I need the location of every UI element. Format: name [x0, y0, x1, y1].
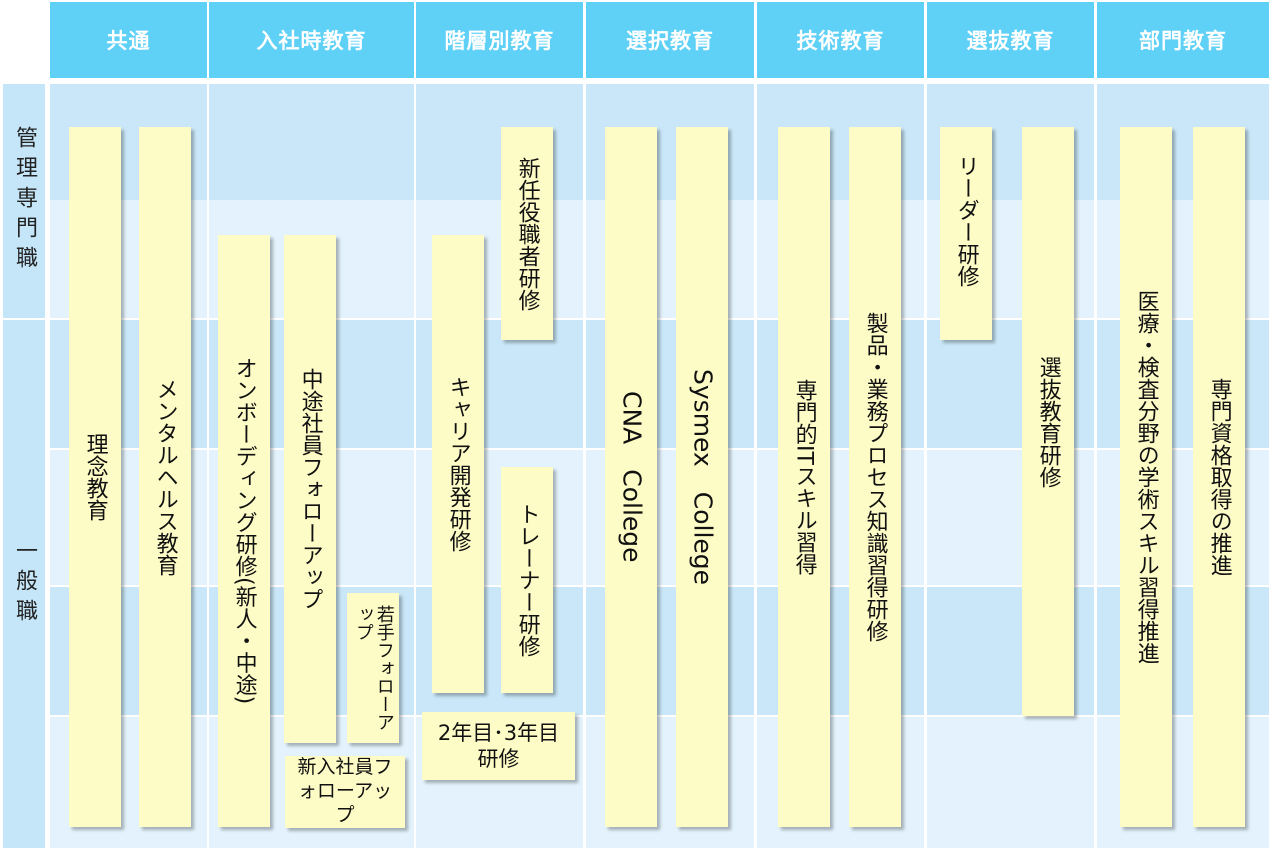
program-shinnyu: 新入社員フォローアップ: [285, 756, 405, 828]
program-onboarding: オンボーディング研修(新人・中途): [218, 235, 270, 827]
header-technical: 技術教育: [757, 2, 924, 78]
program-rinen: 理念教育: [69, 127, 121, 827]
program-trainer: トレーナー研修: [501, 467, 553, 693]
row-label-manager: 管理専門職: [3, 84, 45, 318]
program-mental: メンタルヘルス教育: [139, 127, 191, 827]
program-shinnin: 新任役職者研修: [501, 127, 553, 340]
program-leader: リーダー研修: [940, 127, 992, 340]
program-sysmex: Sysmex College: [676, 127, 728, 827]
grid-band: [209, 84, 414, 200]
program-cna: CNA College: [605, 127, 657, 827]
program-nen23: 2年目･3年目研修: [422, 712, 575, 780]
header-elective: 選択教育: [586, 2, 754, 78]
program-career: キャリア開発研修: [432, 235, 484, 693]
grid-band: [927, 717, 1094, 848]
program-wakate: 若手フォローアップ: [347, 593, 399, 743]
program-it: 専門的ITスキル習得: [778, 127, 830, 827]
header-selection: 選抜教育: [927, 2, 1094, 78]
header-onboarding: 入社時教育: [209, 2, 414, 78]
program-chuto: 中途社員フォローアップ: [284, 235, 336, 743]
program-seihin: 製品・業務プロセス知識習得研修: [849, 127, 901, 827]
header-department: 部門教育: [1097, 2, 1269, 78]
program-senbatsu: 選抜教育研修: [1022, 127, 1074, 716]
program-iryo: 医療・検査分野の学術スキル習得推進: [1120, 127, 1172, 827]
program-shikaku: 専門資格取得の推進: [1193, 127, 1245, 827]
row-label-general: 一般職: [3, 320, 45, 848]
header-common: 共通: [50, 2, 207, 78]
header-hierarchy: 階層別教育: [416, 2, 583, 78]
grid-band: [416, 84, 583, 200]
